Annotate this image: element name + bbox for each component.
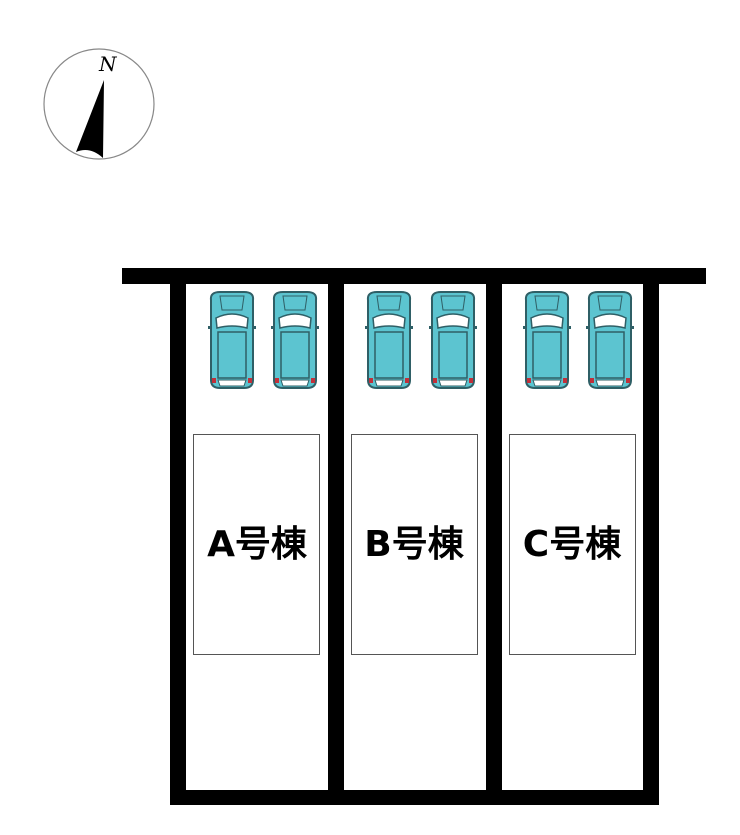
car-icon	[522, 291, 572, 389]
wall-right	[643, 268, 659, 805]
compass-north-label: N	[98, 52, 118, 76]
building-c	[509, 434, 636, 655]
building-b-label: B号棟	[364, 524, 464, 565]
wall-divider-ab	[328, 268, 344, 805]
lot-b: B号棟	[351, 291, 478, 655]
building-a	[193, 434, 320, 655]
road-boundary	[122, 268, 706, 284]
car-icon	[428, 291, 478, 389]
building-c-label: C号棟	[523, 524, 622, 565]
north-arrow-icon	[76, 80, 104, 158]
compass: N	[43, 48, 155, 160]
wall-bottom	[170, 790, 659, 805]
building-a-label: A号棟	[207, 524, 308, 565]
car-icon	[585, 291, 635, 389]
car-icon	[207, 291, 257, 389]
car-icon	[270, 291, 320, 389]
building-b	[351, 434, 478, 655]
lot-a: A号棟	[193, 291, 320, 655]
wall-divider-bc	[486, 268, 502, 805]
lot-c: C号棟	[509, 291, 636, 655]
wall-left	[170, 268, 186, 805]
site-walls	[122, 268, 706, 805]
car-icon	[364, 291, 414, 389]
